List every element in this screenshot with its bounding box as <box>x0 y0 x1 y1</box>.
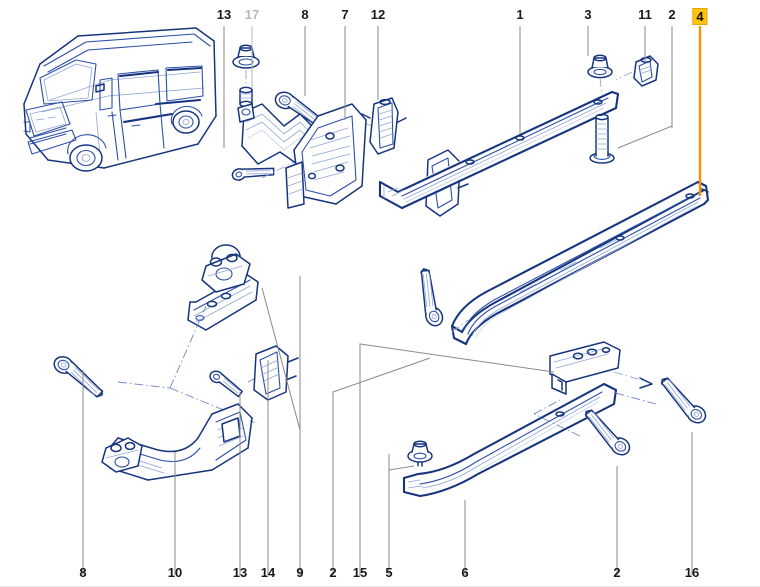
callout-8-bottom-0[interactable]: 8 <box>79 565 87 580</box>
callout-13-top-0[interactable]: 13 <box>216 7 232 22</box>
callout-2-bottom-9[interactable]: 2 <box>613 565 621 580</box>
callout-11-top-7[interactable]: 11 <box>638 7 652 22</box>
part-8-bolt-lower <box>47 351 112 400</box>
callout-15-bottom-6[interactable]: 15 <box>352 565 368 580</box>
callout-17-top-1[interactable]: 17 <box>244 7 260 22</box>
callout-13-bottom-2[interactable]: 13 <box>232 565 248 580</box>
callout-12-top-4[interactable]: 12 <box>370 7 386 22</box>
part-11-end-cap <box>615 55 659 87</box>
part-1-upper-rail <box>378 90 620 210</box>
elbow-leaders <box>82 30 693 575</box>
callout-6-bottom-8[interactable]: 6 <box>461 565 469 580</box>
part-17-buffer <box>232 44 260 108</box>
callout-3-top-6[interactable]: 3 <box>584 7 592 22</box>
callout-1-top-5[interactable]: 1 <box>516 7 524 22</box>
part-3-buffer <box>587 54 613 97</box>
part-2-stud-bolt-upper <box>589 113 615 164</box>
leader-lines-bottom <box>82 276 693 561</box>
part-4-centre-rail <box>450 180 712 346</box>
part-13-screw <box>231 167 275 181</box>
part-2-bolt-middle <box>402 266 455 331</box>
callout-14-bottom-3[interactable]: 14 <box>260 565 276 580</box>
part-12-striker <box>361 97 407 155</box>
callout-5-bottom-7[interactable]: 5 <box>385 565 393 580</box>
lower-right-cluster <box>402 341 715 498</box>
lower-left-cluster <box>47 244 299 481</box>
callout-9-bottom-4[interactable]: 9 <box>296 565 304 580</box>
callout-2-top-8[interactable]: 2 <box>668 7 676 22</box>
part-14-guide-plate <box>253 345 299 401</box>
callout-7-top-3[interactable]: 7 <box>341 7 349 22</box>
part-6-lower-rail <box>402 382 618 498</box>
callout-4-top-9[interactable]: 4 <box>692 8 708 25</box>
part-15-mounting-plate <box>549 341 653 395</box>
part-5-buffer <box>407 440 433 475</box>
part-10-roller-arm <box>101 403 253 481</box>
part-16-bolt <box>649 375 715 429</box>
callout-2-bottom-5[interactable]: 2 <box>329 565 337 580</box>
van-illustration <box>22 27 218 172</box>
callout-10-bottom-1[interactable]: 10 <box>167 565 183 580</box>
part-9-roller-arm <box>187 244 259 331</box>
part-7-hinge-plate <box>285 103 367 209</box>
upper-hinge-cluster <box>231 44 471 217</box>
callout-8-top-2[interactable]: 8 <box>301 7 309 22</box>
callout-16-bottom-10[interactable]: 16 <box>684 565 700 580</box>
